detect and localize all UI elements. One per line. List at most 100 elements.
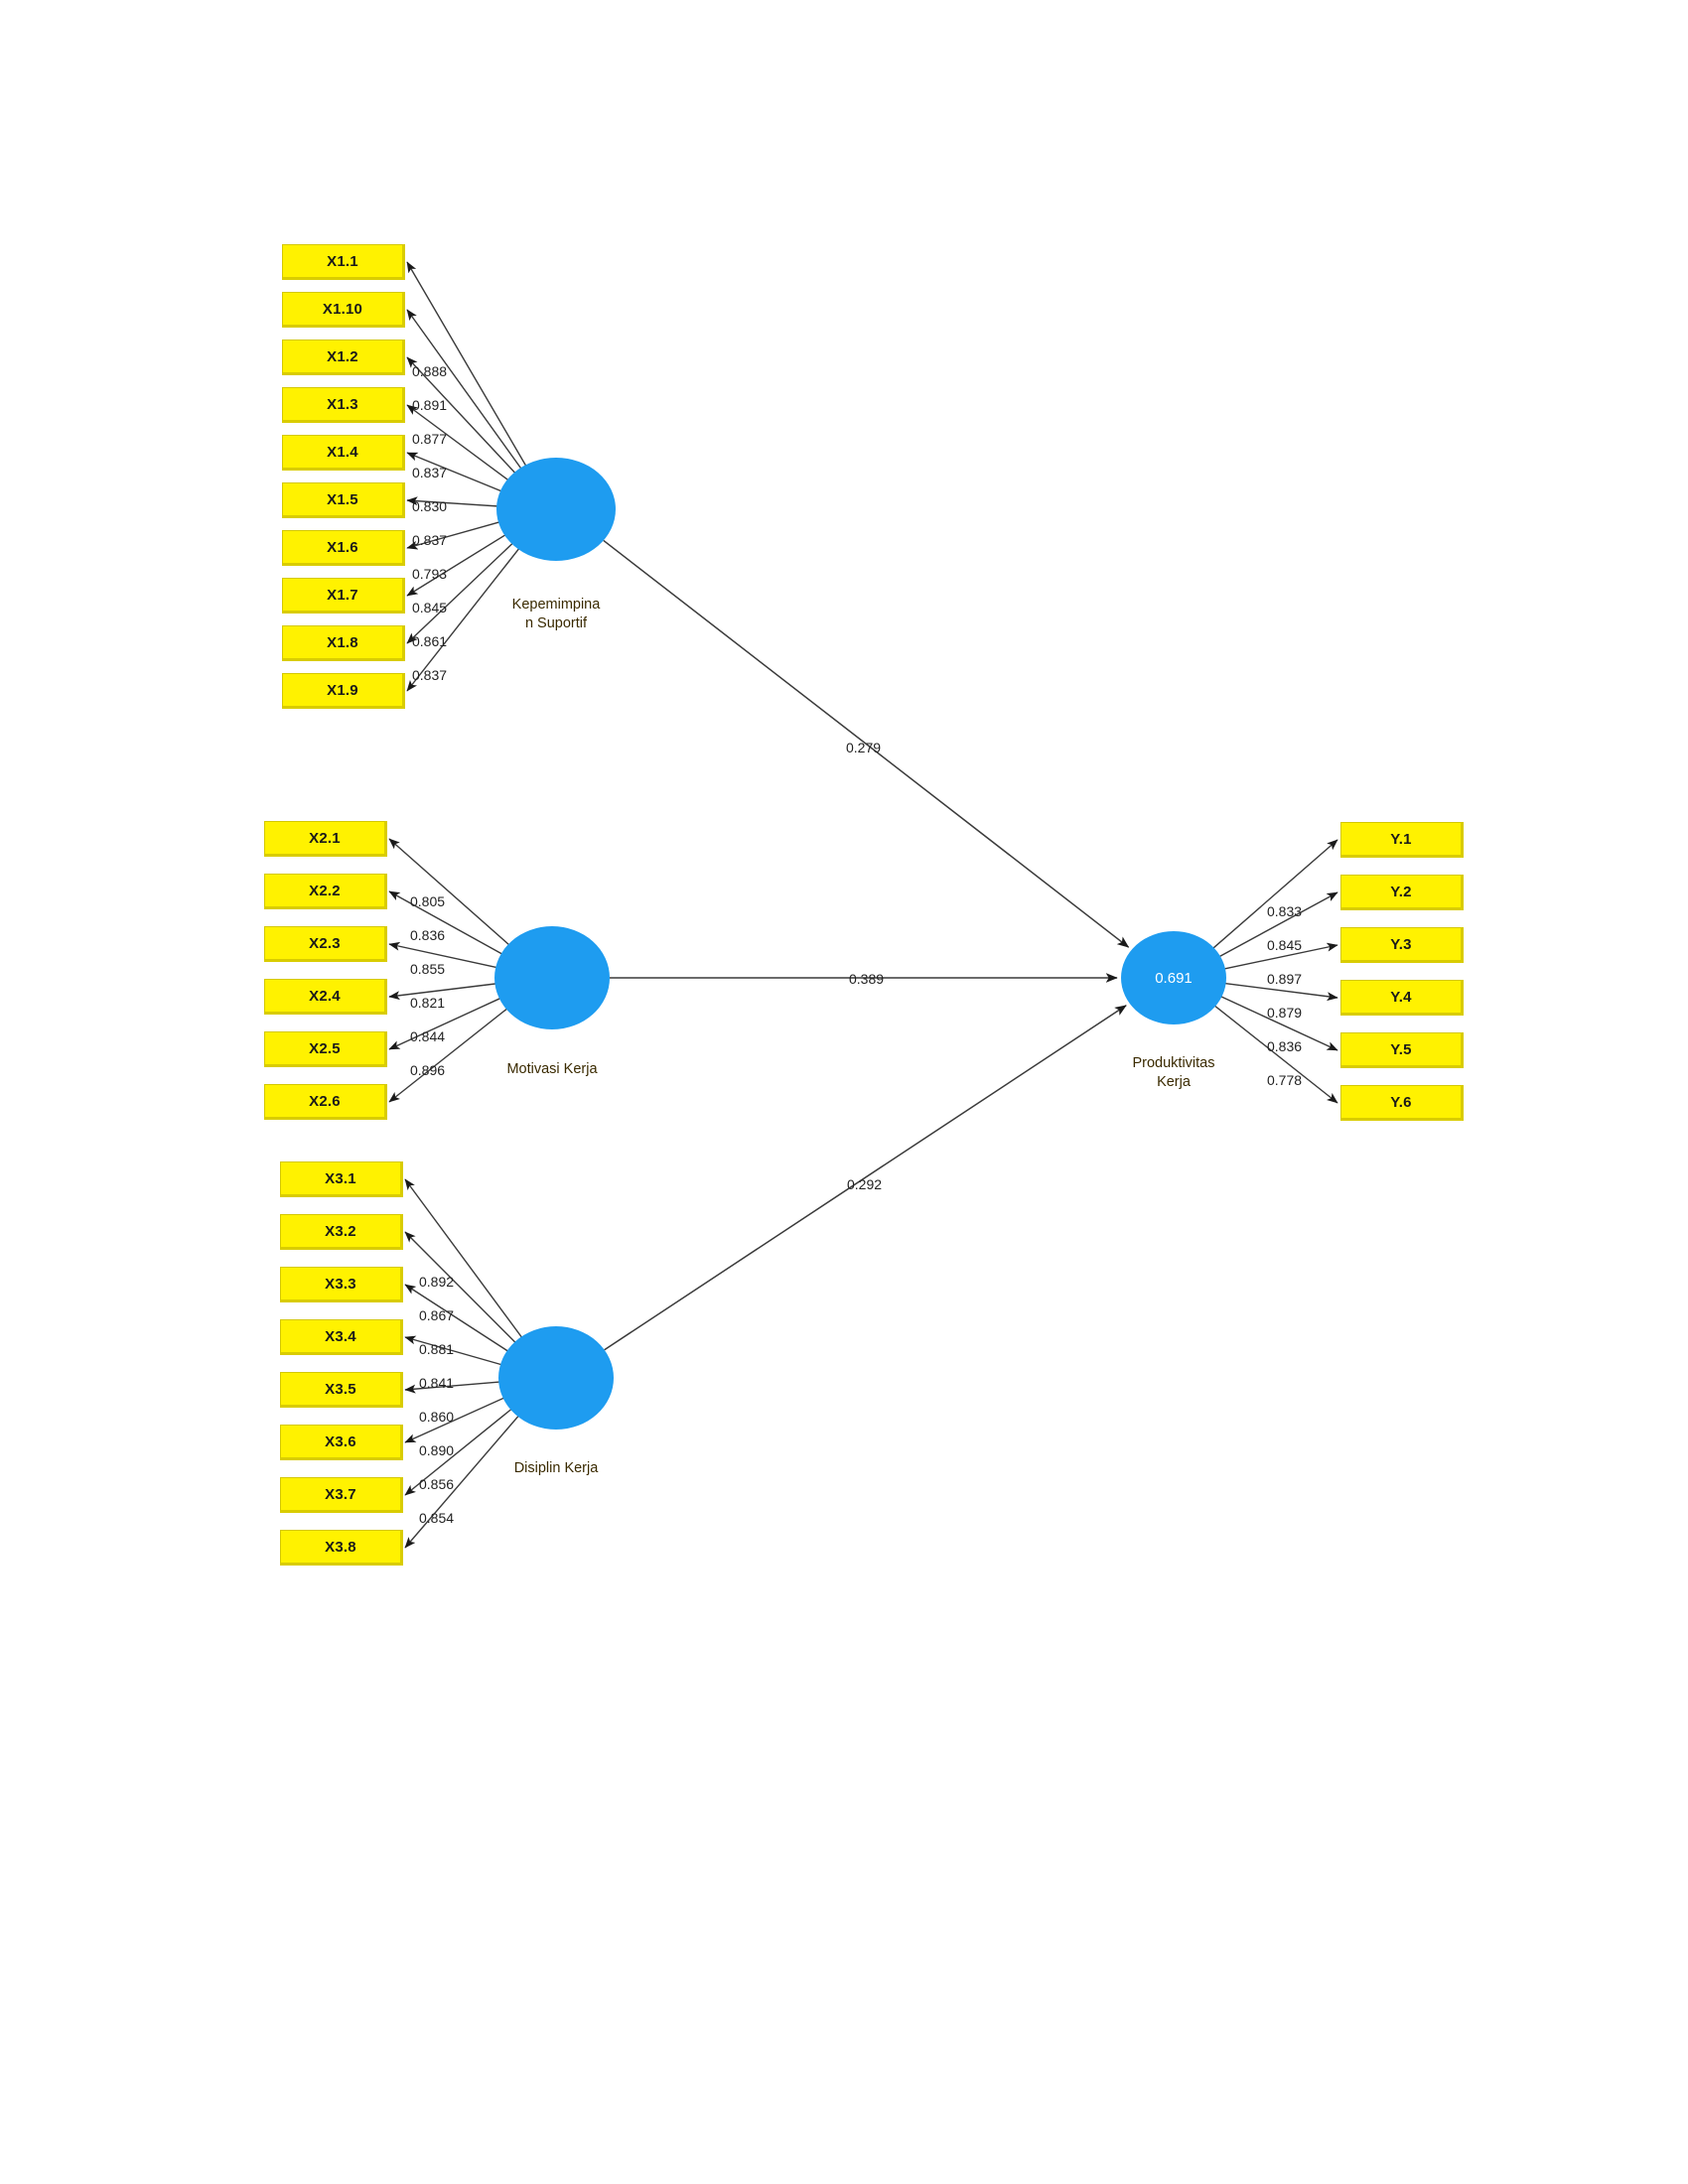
indicator-label: X1.4 (327, 443, 358, 461)
indicator-box[interactable]: X3.6 (280, 1425, 403, 1460)
indicator-label: Y.5 (1390, 1040, 1412, 1058)
loading-value: 0.821 (410, 995, 446, 1011)
indicator-box[interactable]: X1.3 (282, 387, 405, 423)
indicator-label: X2.4 (309, 987, 341, 1005)
indicator-label: X3.2 (325, 1222, 356, 1240)
indicator-label: X2.1 (309, 829, 341, 847)
indicator-box[interactable]: X1.5 (282, 482, 405, 518)
loading-value: 0.837 (412, 465, 448, 480)
indicator-box[interactable]: X1.4 (282, 435, 405, 471)
loading-value: 0.830 (412, 498, 448, 514)
latent-label-motivasi: Motivasi Kerja (506, 1061, 598, 1077)
measurement-arrow (388, 838, 511, 947)
indicator-box[interactable]: X3.7 (280, 1477, 403, 1513)
indicator-box[interactable]: X3.8 (280, 1530, 403, 1566)
indicator-label: X1.8 (327, 633, 358, 651)
measurement-arrow (1211, 839, 1338, 950)
latent-construct-motivasi[interactable] (494, 926, 610, 1029)
indicator-label: X1.9 (327, 681, 358, 699)
loading-value: 0.890 (419, 1442, 455, 1458)
loading-value: 0.877 (412, 431, 448, 447)
measurement-arrow (388, 997, 502, 1050)
loading-value: 0.805 (410, 893, 446, 909)
indicator-box[interactable]: X1.8 (282, 625, 405, 661)
indicator-label: X3.8 (325, 1538, 356, 1556)
indicator-label: Y.1 (1390, 830, 1412, 848)
loading-value: 0.888 (412, 363, 448, 379)
loading-value: 0.896 (410, 1062, 446, 1078)
latent-construct-disiplin[interactable] (498, 1326, 614, 1430)
indicator-box[interactable]: X1.6 (282, 530, 405, 566)
latent-label-kepemimpinan: Kepemimpina n Suportif (511, 597, 601, 631)
indicator-label: X3.7 (325, 1485, 356, 1503)
indicator-label: Y.2 (1390, 883, 1412, 900)
indicator-box[interactable]: X2.6 (264, 1084, 387, 1120)
latent-construct-kepemimpinan[interactable] (496, 458, 616, 561)
loading-value: 0.897 (1267, 971, 1303, 987)
loading-value: 0.841 (419, 1375, 455, 1391)
indicator-box[interactable]: X1.10 (282, 292, 405, 328)
indicator-label: X3.1 (325, 1169, 356, 1187)
indicator-box[interactable]: X1.9 (282, 673, 405, 709)
indicator-label: X1.10 (322, 300, 363, 318)
indicator-box[interactable]: X1.1 (282, 244, 405, 280)
loading-value: 0.844 (410, 1028, 446, 1044)
latent-label-disiplin: Disiplin Kerja (513, 1460, 599, 1476)
latent-r2-value: 0.691 (1155, 969, 1193, 987)
indicator-box[interactable]: Y.6 (1340, 1085, 1464, 1121)
loading-value: 0.867 (419, 1307, 455, 1323)
indicator-box[interactable]: X2.4 (264, 979, 387, 1015)
loading-value: 0.836 (410, 927, 446, 943)
latent-construct-produktivitas[interactable]: 0.691 (1121, 931, 1226, 1024)
indicator-box[interactable]: Y.2 (1340, 875, 1464, 910)
indicator-box[interactable]: Y.5 (1340, 1032, 1464, 1068)
loading-value: 0.833 (1267, 903, 1303, 919)
measurement-arrow (388, 1007, 509, 1103)
indicator-label: X1.5 (327, 490, 358, 508)
indicator-label: X2.2 (309, 882, 341, 899)
loading-value: 0.861 (412, 633, 448, 649)
indicator-box[interactable]: X1.2 (282, 340, 405, 375)
loading-value: 0.856 (419, 1476, 455, 1492)
indicator-box[interactable]: X2.1 (264, 821, 387, 857)
indicator-label: X3.5 (325, 1380, 356, 1398)
structural-edges (603, 539, 1130, 1351)
indicator-box[interactable]: X1.7 (282, 578, 405, 614)
loading-value: 0.836 (1267, 1038, 1303, 1054)
indicator-box[interactable]: X3.4 (280, 1319, 403, 1355)
indicator-label: X3.4 (325, 1327, 356, 1345)
latent-label-produktivitas: Produktivitas Kerja (1132, 1055, 1215, 1090)
indicator-box[interactable]: X2.3 (264, 926, 387, 962)
loading-value: 0.855 (410, 961, 446, 977)
indicator-box[interactable]: Y.4 (1340, 980, 1464, 1016)
path-coefficient: 0.292 (847, 1176, 883, 1192)
loading-value: 0.778 (1267, 1072, 1303, 1088)
indicator-label: X2.3 (309, 934, 341, 952)
loading-value: 0.793 (412, 566, 448, 582)
loading-value: 0.837 (412, 532, 448, 548)
indicator-label: X1.6 (327, 538, 358, 556)
measurement-arrow (388, 890, 504, 956)
indicator-label: Y.6 (1390, 1093, 1412, 1111)
indicator-box[interactable]: Y.3 (1340, 927, 1464, 963)
indicator-box[interactable]: X2.5 (264, 1031, 387, 1067)
loading-value: 0.892 (419, 1274, 455, 1290)
indicator-label: X3.3 (325, 1275, 356, 1293)
loading-value: 0.881 (419, 1341, 455, 1357)
indicator-box[interactable]: X3.2 (280, 1214, 403, 1250)
loading-value: 0.891 (412, 397, 448, 413)
indicator-box[interactable]: Y.1 (1340, 822, 1464, 858)
indicator-label: Y.4 (1390, 988, 1412, 1006)
path-coefficient: 0.389 (849, 971, 885, 987)
indicator-box[interactable]: X3.1 (280, 1161, 403, 1197)
indicator-label: X3.6 (325, 1433, 356, 1450)
indicator-label: Y.3 (1390, 935, 1412, 953)
indicator-box[interactable]: X3.3 (280, 1267, 403, 1302)
indicator-box[interactable]: X3.5 (280, 1372, 403, 1408)
loading-value: 0.845 (1267, 937, 1303, 953)
indicator-label: X1.7 (327, 586, 358, 604)
indicator-box[interactable]: X2.2 (264, 874, 387, 909)
loading-value: 0.845 (412, 600, 448, 615)
loading-value: 0.854 (419, 1510, 455, 1526)
